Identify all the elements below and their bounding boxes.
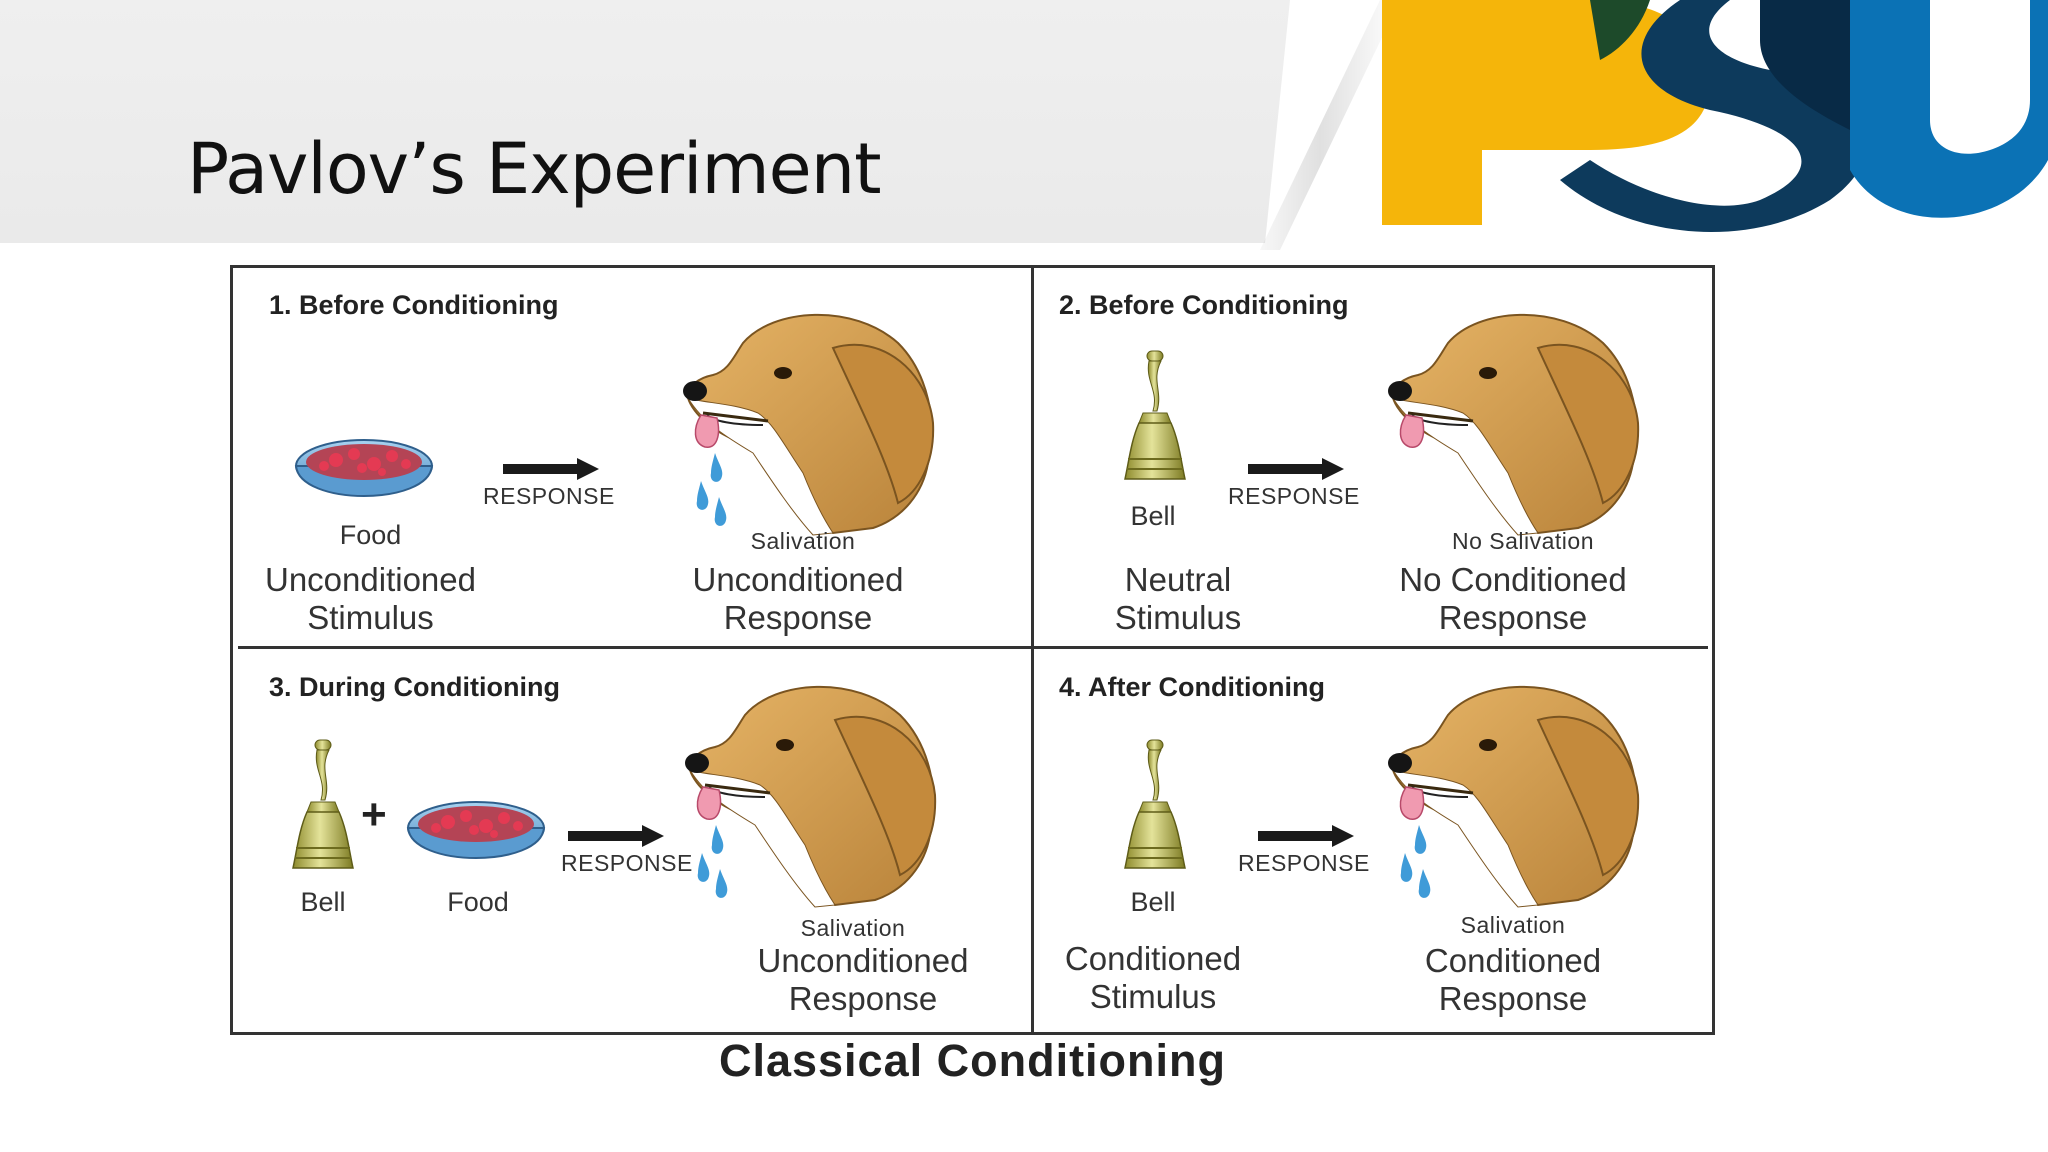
stimulus-item-label: Food (339, 520, 402, 550)
classical-conditioning-diagram: 1. Before Conditioning RESPONSE Food Unc… (230, 265, 1715, 1035)
response-type-line2: Response (1438, 599, 1588, 636)
arrow-right-icon (1248, 458, 1344, 480)
panel-before-conditioning-2: 2. Before Conditioning RESPONSE Bell Neu… (1033, 268, 1825, 648)
arrow-right-icon (503, 458, 599, 480)
stimulus-item-label: Bell (300, 887, 346, 917)
page-title: Pavlov’s Experiment (187, 128, 882, 210)
panel-heading: 3. During Conditioning (269, 672, 560, 702)
arrow-right-icon (568, 825, 664, 847)
stimulus-item-label: Bell (1130, 501, 1176, 531)
bell-icon (1124, 350, 1186, 480)
stimulus-type-line2: Stimulus (307, 599, 434, 636)
panel-divider-vertical (1031, 268, 1034, 1032)
saliva-drops-icon (1400, 825, 1431, 898)
bell-icon (1124, 739, 1186, 869)
logo-accent-green (1590, 0, 1650, 60)
response-type-line2: Response (723, 599, 873, 636)
panel-heading: 2. Before Conditioning (1059, 290, 1349, 320)
arrow-label: RESPONSE (1228, 483, 1360, 509)
stimulus-item-2-label: Food (447, 887, 509, 917)
stimulus-type-line1: Neutral (1124, 561, 1232, 598)
panel-before-conditioning-1: 1. Before Conditioning RESPONSE Food Unc… (233, 268, 1025, 648)
response-type-line1: Conditioned (1424, 942, 1602, 979)
saliva-drops-icon (697, 825, 728, 898)
food-bowl-icon (407, 801, 545, 859)
logo-overlap (1760, 0, 1850, 130)
arrow-label: RESPONSE (1238, 850, 1370, 876)
bell-icon (292, 739, 354, 869)
dog-state-label: Salivation (800, 915, 906, 941)
dog-state-label: No Salivation (1451, 528, 1595, 554)
stimulus-type-line2: Stimulus (1089, 978, 1217, 1015)
diagram-caption: Classical Conditioning (718, 1035, 1227, 1086)
arrow-right-icon (1258, 825, 1354, 847)
panel-after-conditioning: 4. After Conditioning RESPONSE Bell Cond… (1033, 650, 1825, 1030)
panel-divider-horizontal (238, 646, 1708, 649)
response-type-line2: Response (1438, 980, 1588, 1017)
panel-heading: 4. After Conditioning (1059, 672, 1325, 702)
dog-state-label: Salivation (750, 528, 856, 554)
panel-heading: 1. Before Conditioning (269, 290, 559, 320)
plus-sign: + (361, 790, 387, 839)
saliva-drops-icon (696, 453, 727, 526)
arrow-label: RESPONSE (483, 483, 615, 509)
psu-logo (1382, 0, 2048, 233)
response-type-line2: Response (788, 980, 938, 1017)
dog-state-label: Salivation (1460, 912, 1566, 938)
logo-letter-p-bowl (1440, 0, 1710, 150)
arrow-label: RESPONSE (561, 850, 693, 876)
logo-letter-u (1850, 0, 2048, 218)
response-type-line1: No Conditioned (1399, 561, 1627, 598)
header-band (0, 0, 1290, 243)
response-type-line1: Unconditioned (757, 942, 969, 979)
food-bowl-icon (295, 439, 433, 497)
logo-letter-s (1560, 0, 1866, 233)
stimulus-item-label: Bell (1130, 887, 1176, 917)
stimulus-type-line1: Conditioned (1064, 940, 1242, 977)
dog-no-salivation-icon (1386, 313, 1640, 537)
stimulus-type-line1: Unconditioned (265, 561, 476, 598)
stimulus-type-line2: Stimulus (1114, 599, 1242, 636)
panel-during-conditioning: 3. During Conditioning + RESPONSE Bell F… (233, 650, 1025, 1030)
response-type-line1: Unconditioned (692, 561, 904, 598)
